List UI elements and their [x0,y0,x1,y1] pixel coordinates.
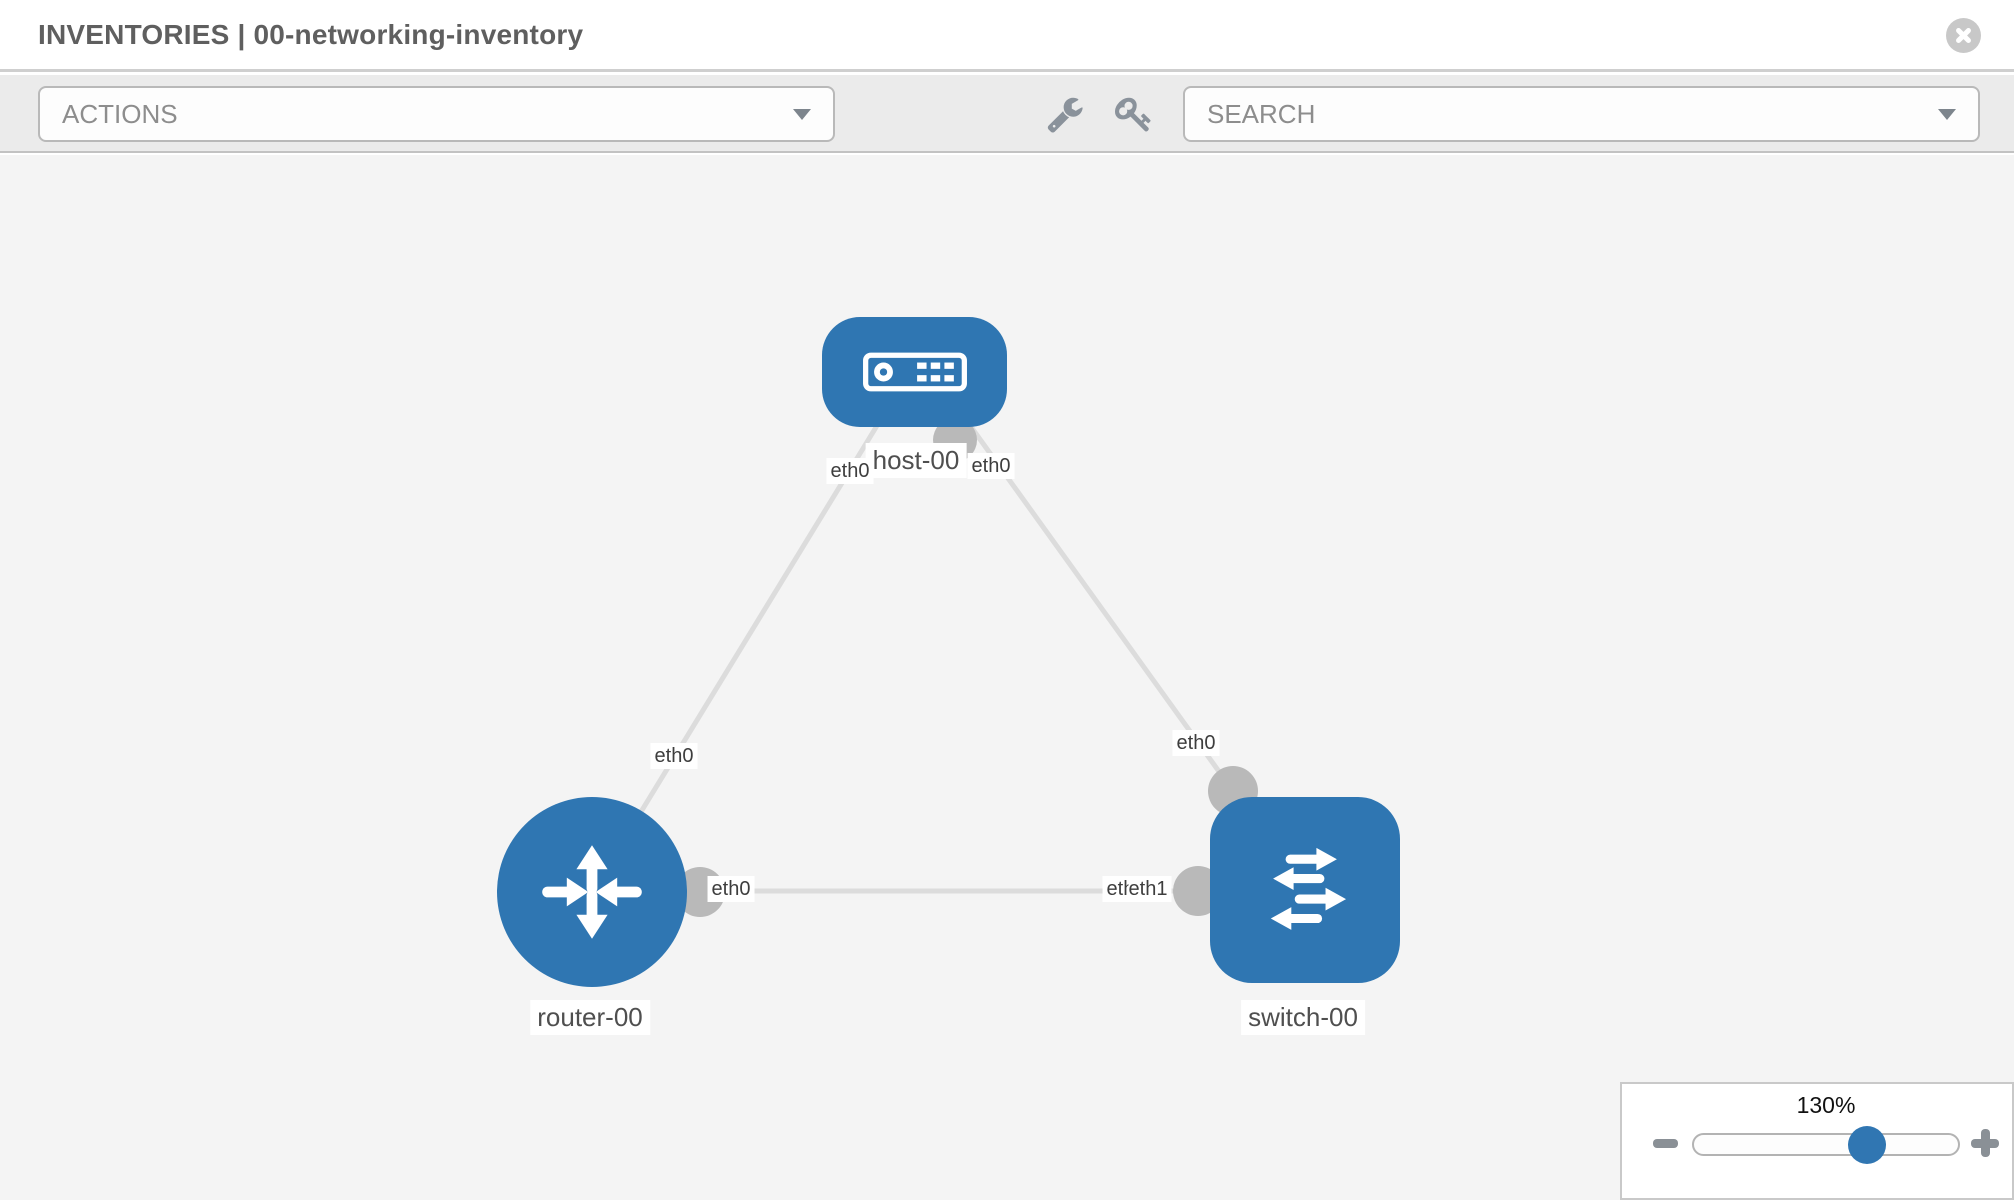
if-label-switch-eth1: eth1 [1128,878,1168,900]
node-router-00[interactable] [497,797,687,987]
node-label-router: router-00 [530,1000,650,1035]
zoom-slider[interactable] [1692,1126,1960,1164]
header: INVENTORIES | 00-networking-inventory [0,0,2014,72]
node-switch-00[interactable] [1210,797,1400,983]
node-label-switch: switch-00 [1241,1000,1365,1035]
router-icon [542,845,642,939]
if-label-host-eth0-left: eth0 [826,458,874,484]
page-title: INVENTORIES | 00-networking-inventory [38,18,584,50]
zoom-slider-handle[interactable] [1848,1126,1886,1164]
node-label-host: host-00 [865,443,967,478]
chevron-down-icon [793,108,811,120]
node-host-00[interactable] [822,317,1007,427]
zoom-in-icon[interactable] [1971,1129,1999,1157]
if-label-router-eth0: eth0 [707,876,755,902]
link-host-switch[interactable] [966,422,1236,793]
links-layer [589,418,1258,917]
search-dropdown-label: SEARCH [1207,98,1316,129]
close-icon[interactable] [1946,18,1981,53]
actions-dropdown-label: ACTIONS [62,98,178,129]
zoom-level-value: 130% [1796,1092,1856,1118]
toolbar: ACTIONS SEARCH [0,75,2014,153]
zoom-control-panel: 130% [1620,1082,2014,1200]
server-icon [862,352,967,392]
topology-canvas[interactable]: host-00 router-00 switch-00 eth0 eth0 et… [0,155,2014,1200]
if-label-router-eth0-top: eth0 [650,743,698,769]
if-label-host-eth0-right: eth0 [967,453,1015,479]
if-label-switch-eth0: eth0 [1106,878,1129,900]
actions-dropdown[interactable]: ACTIONS [38,86,835,142]
switch-icon [1270,847,1347,930]
if-label-switch-eth0-top: eth0 [1172,730,1220,756]
key-icon[interactable] [1115,95,1153,133]
chevron-down-icon [1938,108,1956,120]
if-label-switch-overlap: eth0 eth1 [1102,876,1172,902]
search-dropdown[interactable]: SEARCH [1183,86,1980,142]
zoom-out-icon[interactable] [1653,1139,1678,1148]
wrench-icon[interactable] [1046,95,1084,133]
